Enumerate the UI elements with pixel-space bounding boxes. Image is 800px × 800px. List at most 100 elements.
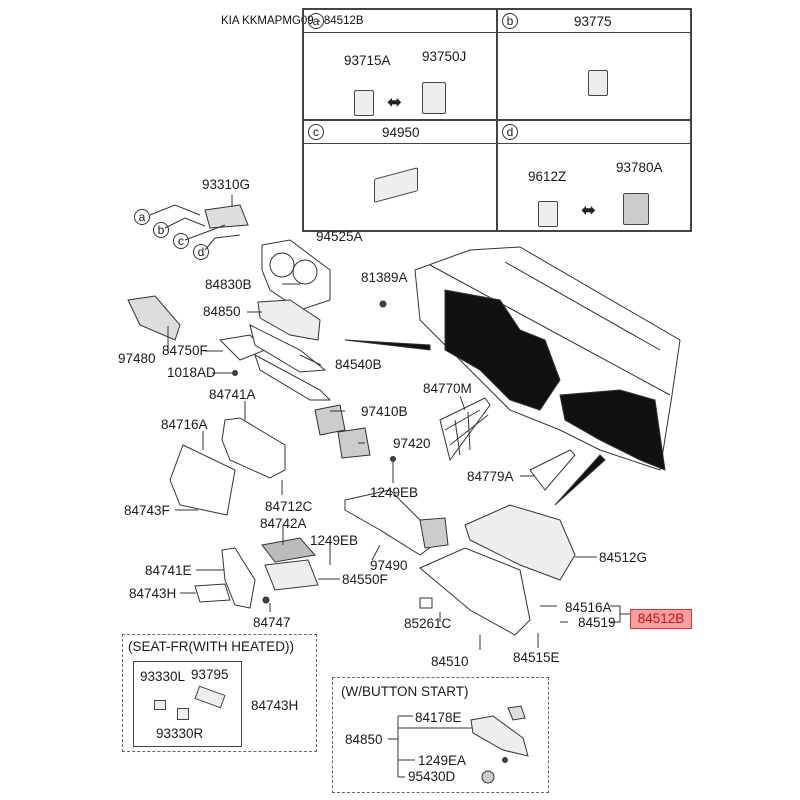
center-bezel-84741A (221, 417, 286, 479)
part-number[interactable]: 93775 (574, 14, 612, 29)
callout-circle-c: c (173, 233, 189, 249)
part-label[interactable]: 97490 (370, 558, 408, 573)
panel-84716A (169, 444, 236, 516)
vent-97480 (127, 295, 181, 341)
part-label[interactable]: 84178E (415, 710, 462, 725)
seat-switch-icon (177, 708, 189, 720)
part-number[interactable]: 94950 (382, 125, 420, 140)
circle-a: a (308, 13, 324, 29)
callout-circle-d: d (193, 244, 209, 260)
part-label[interactable]: 1018AD (167, 365, 216, 380)
bezel-84741E (221, 547, 256, 609)
tray-84550F (264, 559, 319, 591)
detail-cell-c[interactable]: c 94950 (303, 120, 497, 231)
part-label[interactable]: 81389A (361, 270, 408, 285)
vent-97490 (419, 517, 449, 549)
part-label[interactable]: 93310G (202, 177, 251, 192)
detail-cell-a[interactable]: a 93715A 93750J ⬌ (303, 9, 497, 120)
switch-93750J-icon (422, 82, 446, 114)
double-arrow-icon: ⬌ (387, 92, 403, 112)
button-start-box: (W/BUTTON START) 84850 84178E 1249EA 954… (332, 677, 549, 793)
tray-84742A (261, 537, 316, 563)
part-label[interactable]: 84741A (209, 387, 256, 402)
mesh-84770M (439, 397, 491, 462)
seat-box-title: (SEAT-FR(WITH HEATED)) (128, 639, 294, 654)
button-box-title: (W/BUTTON START) (341, 684, 469, 699)
part-label[interactable]: 84830B (205, 277, 252, 292)
detail-cell-b[interactable]: b 93775 (497, 9, 691, 120)
part-label[interactable]: 84516A (565, 600, 612, 615)
vent-97410B (314, 404, 346, 436)
part-label[interactable]: 94525A (316, 229, 363, 244)
trim-strip (254, 353, 332, 401)
switch-93715A-icon (354, 90, 374, 116)
part-label[interactable]: 93795 (191, 667, 229, 682)
part-label[interactable]: 84712C (265, 499, 313, 514)
switch-93775-icon (588, 70, 608, 96)
lower-panel-84850 (257, 299, 321, 341)
screw-81389A (379, 300, 387, 308)
part-label[interactable]: 84743H (251, 698, 299, 713)
switch-9612Z-icon (538, 201, 558, 227)
part-label[interactable]: 84519 (578, 615, 616, 630)
part-label[interactable]: 84716A (161, 417, 208, 432)
part-label[interactable]: 93330R (156, 726, 204, 741)
screw-1249EB (390, 456, 396, 462)
part-label[interactable]: 84741E (145, 563, 192, 578)
highlighted-part-84512B[interactable]: 84512B (630, 609, 692, 629)
part-label[interactable]: 84540B (335, 357, 382, 372)
part-label[interactable]: 1249EA (418, 753, 467, 768)
seat-switch-icon (154, 700, 166, 710)
switch-93780A-icon (623, 193, 649, 225)
screw-1249EA (502, 757, 508, 763)
part-label[interactable]: 84510 (431, 654, 469, 669)
label-85261C (419, 597, 433, 609)
wedge-left (344, 339, 431, 351)
part-label[interactable]: 93330L (140, 669, 186, 684)
vent-97420 (337, 427, 371, 459)
part-label[interactable]: 84550F (342, 572, 388, 587)
part-label[interactable]: 84515E (513, 650, 560, 665)
part-label[interactable]: 84779A (467, 469, 514, 484)
garnish-84540B (249, 324, 327, 373)
part-label[interactable]: 84742A (260, 516, 307, 531)
part-label[interactable]: 93780A (616, 160, 663, 175)
part-label[interactable]: 1249EB (310, 533, 359, 548)
pocket-84743H (194, 583, 231, 603)
part-label[interactable]: 97410B (361, 404, 408, 419)
wedge-right (554, 454, 606, 506)
part-label[interactable]: 85261C (404, 616, 452, 631)
part-label[interactable]: 1249EB (370, 485, 419, 500)
part-label[interactable]: 84743H (129, 586, 177, 601)
panel-84850-small (470, 715, 529, 757)
detail-cell-d[interactable]: d 9612Z 93780A ⬌ (497, 120, 691, 231)
glovebox-84510 (419, 547, 531, 636)
part-label[interactable]: 84850 (345, 732, 383, 747)
part-label[interactable]: 84750F (162, 343, 208, 358)
part-label[interactable]: 84850 (203, 304, 241, 319)
button-start-leaders (388, 705, 529, 784)
part-label[interactable]: 9612Z (528, 169, 567, 184)
dashboard-defroster (504, 261, 661, 351)
switch-bank-93310G (204, 204, 249, 229)
part-label[interactable]: 84512G (599, 550, 648, 565)
panel-84779A (529, 449, 576, 491)
part-label[interactable]: 95430D (408, 769, 456, 784)
part-label[interactable]: 97480 (118, 351, 156, 366)
screw-1018AD (232, 370, 238, 376)
start-button-95430D (481, 770, 495, 784)
dashboard-dark-panel-right (559, 389, 666, 471)
part-label[interactable]: 84743F (124, 503, 170, 518)
part-label[interactable]: 97420 (393, 436, 431, 451)
part-label[interactable]: 84770M (423, 381, 472, 396)
double-arrow-icon: ⬌ (581, 200, 597, 220)
part-label[interactable]: 84747 (253, 615, 291, 630)
detail-grid: a 93715A 93750J ⬌ b 93775 c 94950 d 9612… (302, 8, 692, 232)
bracket-84178E (507, 705, 526, 721)
part-label[interactable]: 93715A (344, 53, 391, 68)
clip-84747 (262, 596, 270, 604)
dashboard-top-line (429, 264, 671, 396)
seat-heated-box: (SEAT-FR(WITH HEATED)) 93330L 93795 9333… (122, 634, 317, 752)
part-label[interactable]: 93750J (422, 49, 467, 64)
